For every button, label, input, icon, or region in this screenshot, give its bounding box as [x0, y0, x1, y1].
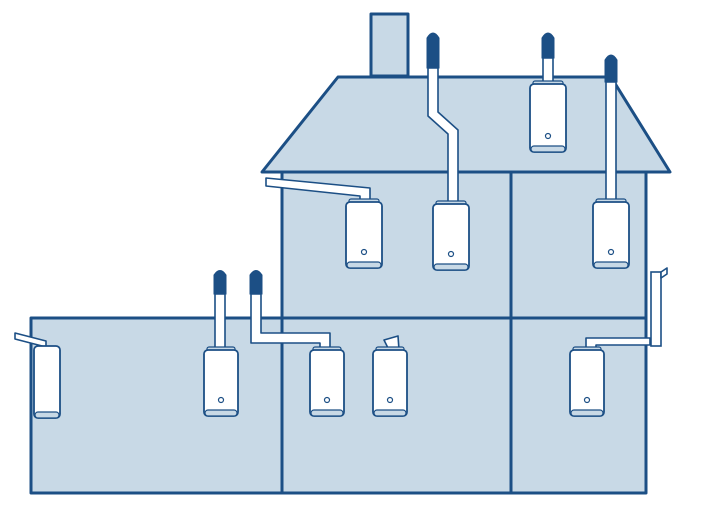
flue-terminal-ground-offset [249, 270, 263, 295]
flue-terminal-ground-vertical [213, 270, 227, 295]
boiler-ground-vertical-flue [203, 346, 239, 417]
boilers-group [33, 80, 630, 419]
boiler-ground-rear-horizontal [372, 346, 408, 417]
boiler-control-dial [544, 132, 552, 140]
boiler-bottom-band [570, 409, 604, 417]
extension-wall [29, 316, 284, 495]
flue-ground-vertical [214, 293, 226, 351]
boiler-control-dial [607, 248, 615, 256]
boiler-casing [372, 349, 408, 417]
boiler-control-dial [323, 396, 331, 404]
boiler-casing [203, 349, 239, 417]
flue-loft [542, 57, 554, 85]
boiler-bottom-band [433, 263, 469, 271]
plume-elbow [660, 267, 668, 279]
boiler-loft [529, 80, 567, 153]
boiler-ground-offset-flue [309, 346, 345, 417]
flue-terminal-loft [541, 32, 555, 59]
plume-vertical-pipe [650, 271, 662, 347]
boiler-bottom-band [310, 409, 344, 417]
boiler-casing [309, 349, 345, 417]
boiler-control-dial [360, 248, 368, 256]
boiler-bottom-band [373, 409, 407, 417]
boiler-upper-horizontal [345, 198, 383, 269]
boiler-bottom-band [204, 409, 238, 417]
boiler-casing [569, 349, 605, 417]
boiler-bottom-band [530, 145, 566, 153]
boiler-casing [33, 345, 61, 419]
boiler-bottom-band [34, 411, 60, 419]
boiler-bottom-band [346, 261, 382, 269]
flue-terminal-upper-offset [426, 32, 440, 69]
boiler-bottom-band [593, 261, 629, 269]
boiler-extension-wall [33, 345, 61, 419]
boiler-control-dial [447, 250, 455, 258]
boiler-casing [529, 83, 567, 153]
boiler-control-dial [217, 396, 225, 404]
boiler-upper-offset-vertical [432, 200, 470, 271]
boiler-ground-right-plume [569, 346, 605, 417]
boiler-casing [345, 201, 383, 269]
chimney [369, 12, 410, 78]
boiler-control-dial [386, 396, 394, 404]
boiler-casing [592, 201, 630, 269]
boiler-casing [432, 203, 470, 271]
flue-terminal-upper-right [604, 54, 618, 83]
boiler-upper-right-vertical [592, 198, 630, 269]
boiler-control-dial [583, 396, 591, 404]
flue-upper-right-vertical [605, 81, 617, 205]
